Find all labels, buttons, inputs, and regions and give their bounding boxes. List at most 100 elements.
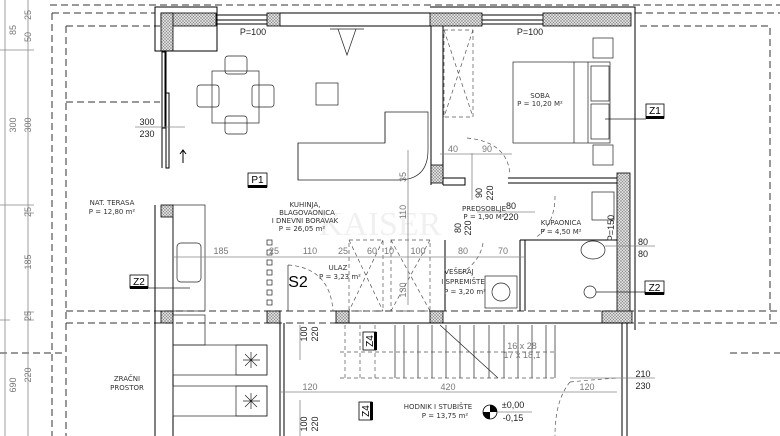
svg-text:80: 80 (458, 246, 468, 256)
svg-text:Z4: Z4 (361, 405, 372, 417)
svg-text:25: 25 (23, 207, 33, 217)
svg-text:ZRAČNI: ZRAČNI (114, 374, 140, 383)
svg-text:PROSTOR: PROSTOR (110, 384, 144, 392)
svg-text:230: 230 (139, 129, 154, 139)
window-top-left (216, 14, 267, 25)
toilet (580, 240, 606, 260)
tag-z4-upper: Z4 (362, 331, 377, 351)
svg-text:P = 12,80 m²: P = 12,80 m² (89, 208, 136, 216)
svg-text:KUPAONICA: KUPAONICA (541, 219, 582, 227)
svg-text:P=150: P=150 (606, 215, 616, 241)
svg-text:P = 3,20 m²: P = 3,20 m² (444, 288, 486, 296)
svg-text:80: 80 (453, 223, 463, 233)
kitchen-counter (172, 204, 206, 312)
corner-sofa (297, 111, 429, 181)
nightstand (592, 144, 614, 166)
svg-text:110: 110 (398, 205, 408, 219)
dimension-lines (135, 126, 655, 436)
svg-text:220: 220 (485, 185, 495, 200)
svg-text:NAT. TERASA: NAT. TERASA (90, 199, 135, 207)
wardrobe (443, 29, 474, 118)
svg-text:35: 35 (398, 172, 408, 182)
entry-arrow-icon (179, 149, 187, 163)
svg-text:100: 100 (410, 246, 425, 256)
tag-p1: P1 (247, 172, 268, 188)
tag-z2-right: Z2 (596, 280, 665, 295)
svg-text:25: 25 (23, 311, 33, 321)
svg-text:85: 85 (8, 25, 18, 35)
svg-text:P = 1,90 M²: P = 1,90 M² (463, 213, 504, 221)
svg-text:P = 13,75 m²: P = 13,75 m² (422, 412, 469, 420)
svg-text:230: 230 (635, 381, 650, 391)
furniture (172, 28, 618, 436)
chair (251, 84, 275, 108)
svg-text:100: 100 (299, 416, 309, 431)
svg-text:P = 10,20 M²: P = 10,20 M² (517, 100, 563, 108)
svg-text:17 x 18,1: 17 x 18,1 (503, 350, 540, 360)
chair (224, 55, 248, 75)
svg-text:80: 80 (506, 201, 516, 211)
stairs (340, 324, 556, 379)
svg-text:Z2: Z2 (133, 277, 145, 288)
left-dimensions: 85 300 690 25 50 300 25 185 25 220 (0, 0, 34, 436)
svg-text:P=100: P=100 (240, 27, 266, 37)
svg-text:100: 100 (299, 326, 309, 341)
closet (348, 239, 384, 312)
svg-text:±0,00: ±0,00 (502, 400, 524, 410)
svg-text:300: 300 (139, 117, 154, 127)
svg-text:220: 220 (463, 220, 473, 235)
svg-text:-0,15: -0,15 (503, 413, 524, 423)
svg-text:185: 185 (213, 246, 228, 256)
svg-text:Z4: Z4 (365, 335, 376, 347)
svg-text:PREDSOBLJE: PREDSOBLJE (462, 205, 506, 213)
svg-text:420: 420 (440, 382, 455, 392)
svg-text:I SPREMIŠTE: I SPREMIŠTE (441, 277, 485, 286)
svg-text:220: 220 (310, 416, 320, 431)
ceiling-lamp (330, 28, 364, 57)
svg-text:P = 3,23 m²: P = 3,23 m² (319, 273, 361, 281)
svg-text:80: 80 (638, 249, 648, 259)
kitchen-appliances (172, 314, 268, 417)
svg-text:90: 90 (482, 144, 492, 154)
watermark-logo: KAISER (319, 206, 442, 243)
svg-text:300: 300 (23, 117, 33, 132)
svg-text:10: 10 (384, 246, 394, 256)
opening-labels: P=100 P=100 P=150 300 230 90 220 80 220 … (139, 27, 650, 432)
svg-text:120: 120 (579, 382, 594, 392)
svg-text:220: 220 (23, 367, 33, 382)
svg-text:P=100: P=100 (517, 27, 543, 37)
svg-text:120: 120 (302, 382, 317, 392)
svg-text:70: 70 (498, 246, 508, 256)
svg-text:130: 130 (398, 282, 408, 297)
dining-table (211, 70, 260, 124)
svg-text:25: 25 (23, 10, 33, 20)
svg-text:220: 220 (503, 212, 518, 222)
svg-text:25: 25 (269, 246, 279, 256)
svg-text:40: 40 (448, 144, 458, 154)
svg-text:220: 220 (310, 326, 320, 341)
svg-text:HODNIK I STUBIŠTE: HODNIK I STUBIŠTE (404, 402, 472, 411)
svg-text:I DNEVNI BORAVAK: I DNEVNI BORAVAK (272, 217, 339, 225)
chair (196, 84, 220, 108)
element-tags: P1 S2 Z1 Z2 Z2 Z4 Z4 (129, 103, 665, 421)
column-squares (266, 239, 273, 306)
tag-s2: S2 (288, 274, 308, 291)
svg-text:KUHINJA,: KUHINJA, (289, 201, 320, 209)
svg-text:185: 185 (23, 254, 33, 269)
walls (154, 6, 636, 436)
svg-text:P = 26,05 m²: P = 26,05 m² (279, 225, 326, 233)
svg-text:SOBA: SOBA (530, 92, 550, 100)
level-marker: ±0,00 -0,15 (482, 400, 532, 423)
svg-text:BLAGOVAONICA: BLAGOVAONICA (279, 209, 335, 217)
svg-text:Z2: Z2 (649, 283, 661, 294)
svg-text:50: 50 (23, 32, 33, 42)
svg-text:16 x 28: 16 x 28 (507, 341, 537, 351)
svg-text:300: 300 (8, 117, 18, 132)
tag-z1: Z1 (605, 103, 665, 120)
washing-machine (484, 275, 518, 309)
room-labels: KUHINJA, BLAGOVAONICA I DNEVNI BORAVAK P… (89, 92, 582, 420)
svg-text:90: 90 (474, 188, 484, 198)
svg-text:110: 110 (303, 246, 317, 256)
tag-z2-left: Z2 (129, 274, 190, 289)
svg-text:60: 60 (367, 246, 377, 256)
